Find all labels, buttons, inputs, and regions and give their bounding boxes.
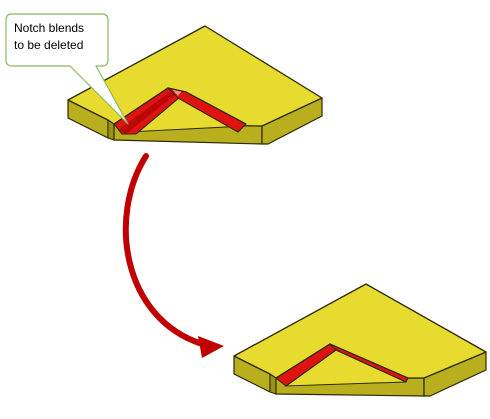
part-after-top-face <box>233 283 487 379</box>
callout-box <box>5 13 129 125</box>
part-before <box>67 25 323 145</box>
callout-line-2: to be deleted <box>14 38 84 52</box>
notch-blend-left-shade <box>118 92 176 134</box>
callout <box>5 13 129 125</box>
transform-arrow-shaft <box>122 153 205 347</box>
callout-line-1: Notch blends <box>14 21 85 35</box>
part-before-top-face <box>67 25 323 127</box>
callout-label: Notch blends to be deleted <box>14 20 104 54</box>
part-after <box>233 283 487 397</box>
transform-arrow-head <box>198 336 224 358</box>
notch-edge-line <box>113 87 247 125</box>
notch-sharp-edge-line <box>275 343 409 379</box>
transform-arrow <box>122 153 224 358</box>
